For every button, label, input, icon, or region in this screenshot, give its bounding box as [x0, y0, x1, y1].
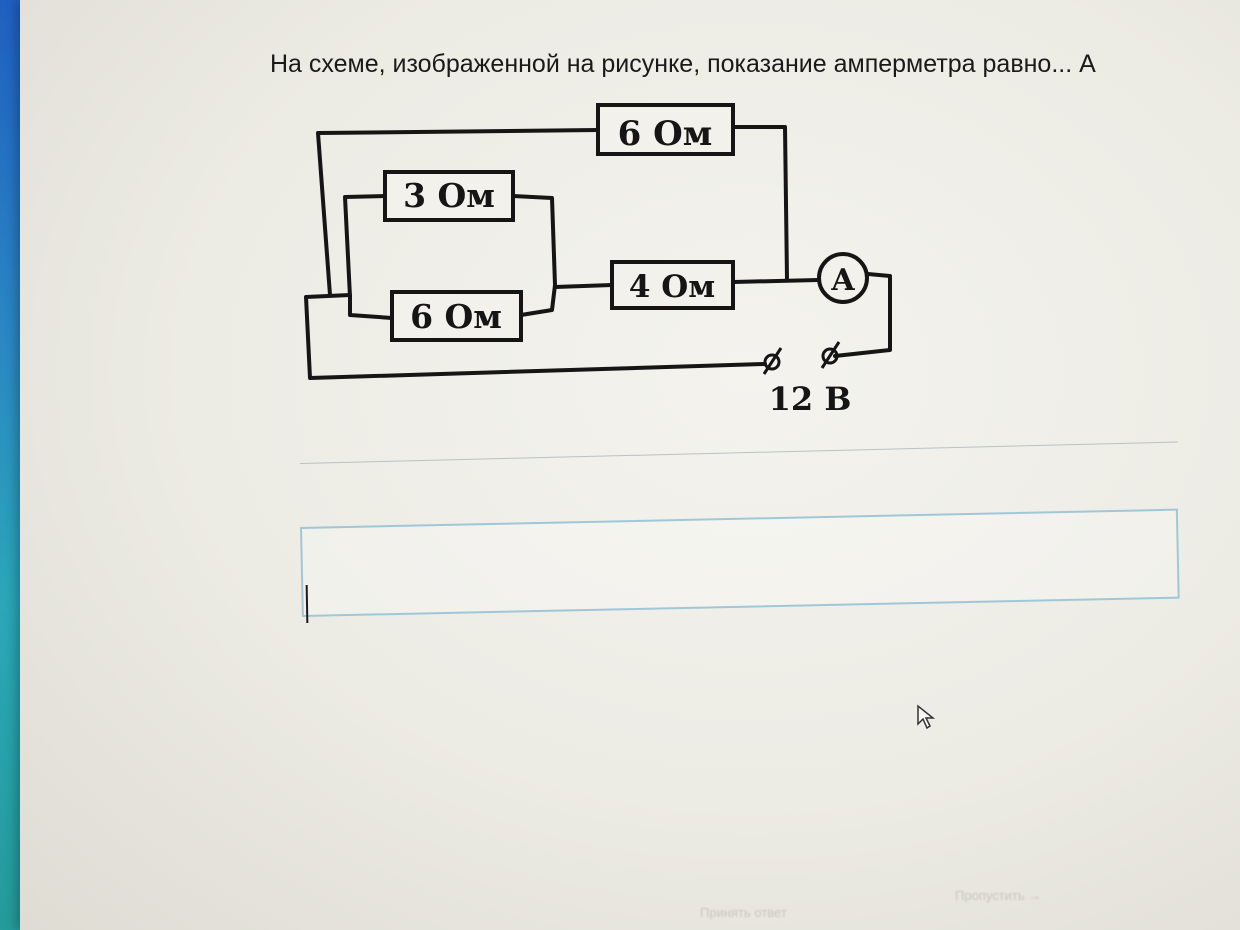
terminal-left — [763, 353, 781, 371]
question-text: На схеме, изображенной на рисунке, показ… — [270, 50, 1096, 78]
wire-top-branch — [316, 128, 600, 297]
wire-lower-left — [348, 295, 394, 320]
skip-button[interactable]: Пропустить → — [955, 888, 1042, 903]
resistor-lower-left-label: 6 Ом — [410, 297, 502, 336]
mouse-cursor-icon — [917, 704, 936, 730]
resistor-lower-left — [390, 290, 523, 342]
wire-top-right — [731, 125, 789, 282]
resistor-top-label: 6 Ом — [618, 114, 713, 154]
submit-answer-button[interactable]: Принять ответ — [700, 905, 787, 920]
wire-upper-right — [511, 194, 557, 287]
resistor-upper-left — [383, 170, 515, 222]
wire-ammeter-right — [833, 272, 892, 358]
resistor-top — [596, 103, 735, 156]
wire-outer-loop — [304, 293, 767, 380]
resistor-middle — [610, 260, 735, 310]
ammeter — [817, 252, 869, 304]
wire-lower-right — [519, 283, 557, 317]
wire-upper-left — [343, 194, 387, 299]
resistor-middle-label: 4 Ом — [629, 269, 715, 305]
answer-input[interactable] — [300, 508, 1180, 617]
wire-to-middle — [553, 283, 614, 289]
source-voltage-label: 12 В — [769, 380, 852, 418]
resistor-upper-left-label: 3 Ом — [403, 176, 495, 215]
ammeter-label: A — [830, 263, 855, 298]
terminal-right — [821, 347, 839, 365]
wire-middle-right — [731, 278, 820, 284]
